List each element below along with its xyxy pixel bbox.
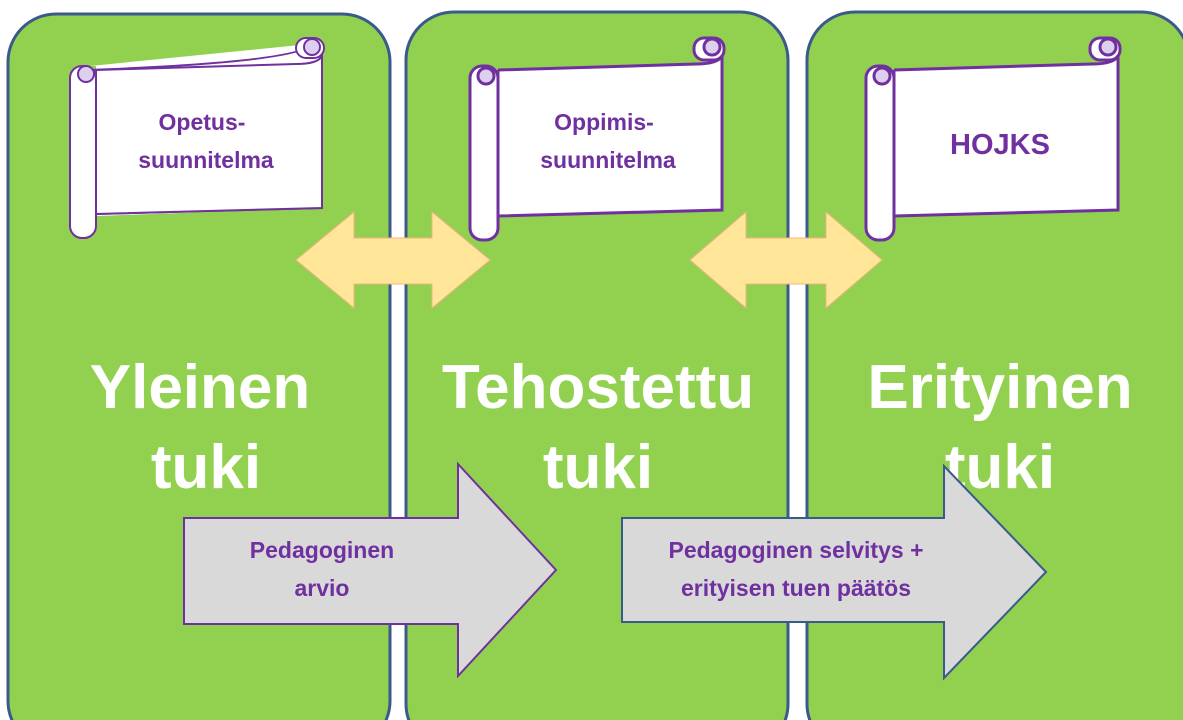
- scroll-frame: [95, 55, 323, 216]
- scroll-oppimissuunnitelma: Oppimis- suunnitelma: [468, 36, 726, 242]
- scroll-text-line1: Opetus-: [159, 109, 246, 135]
- process-arrow-pedagoginen-arvio: Pedagoginen arvio: [183, 461, 558, 679]
- double-arrow-right: [689, 210, 883, 310]
- panel-tehostettu-title-line2: tuki: [543, 433, 653, 502]
- process-arrow-text-line2: arvio: [295, 575, 350, 601]
- scroll-hojks: HOJKS: [864, 36, 1122, 242]
- scroll-top-curl: [303, 38, 321, 56]
- scroll-top-curl: [1098, 37, 1118, 57]
- process-arrow-text-line1: Pedagoginen selvitys +: [668, 537, 923, 563]
- panel-yleinen-title-line1: Yleinen: [90, 353, 311, 422]
- scroll-frame: [892, 55, 1120, 218]
- scroll-top-curl: [702, 37, 722, 57]
- scroll-frame: [496, 55, 724, 218]
- process-arrow-pedagoginen-selvitys: Pedagoginen selvitys + erityisen tuen pä…: [621, 463, 1048, 681]
- panel-erityinen-title-line1: Erityinen: [867, 353, 1132, 422]
- scroll-text-line2: suunnitelma: [540, 147, 676, 173]
- scroll-left-roll: [468, 64, 500, 242]
- panel-yleinen-title-line2: tuki: [151, 433, 261, 502]
- process-arrow-text-line1: Pedagoginen: [250, 537, 394, 563]
- scroll-text-line1: Oppimis-: [554, 109, 654, 135]
- process-arrow-shape: [183, 461, 558, 679]
- process-arrow-text-line2: erityisen tuen päätös: [681, 575, 911, 601]
- scroll-left-roll: [864, 64, 896, 242]
- panel-tehostettu-title-line1: Tehostettu: [442, 353, 754, 422]
- scroll-left-curl: [872, 66, 892, 86]
- scroll-text-line1: HOJKS: [950, 129, 1050, 161]
- scroll-left-curl: [77, 65, 95, 83]
- double-arrow-left: [295, 210, 491, 310]
- scroll-text-line2: suunnitelma: [138, 147, 274, 173]
- scroll-opetussuunnitelma: Opetus- suunnitelma: [69, 37, 325, 239]
- scroll-left-roll: [69, 65, 97, 239]
- process-arrow-shape: [621, 463, 1048, 681]
- scroll-left-curl: [476, 66, 496, 86]
